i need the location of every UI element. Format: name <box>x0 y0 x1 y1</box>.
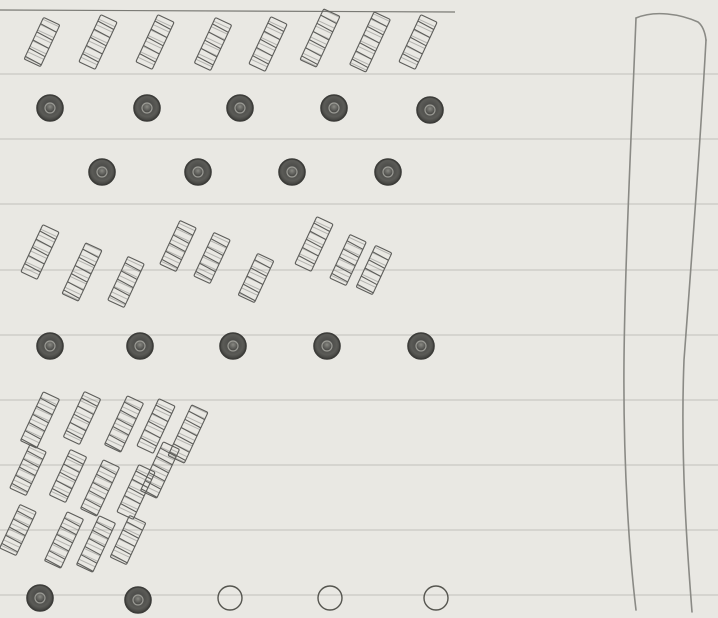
filled-circle-icon <box>37 333 63 359</box>
filled-circle-icon <box>279 159 305 185</box>
filled-circle-icon <box>89 159 115 185</box>
filled-circle-icon <box>27 585 53 611</box>
filled-circle-icon <box>127 333 153 359</box>
filled-circle-icon <box>185 159 211 185</box>
filled-circle-icon <box>375 159 401 185</box>
filled-circle-icon <box>227 95 253 121</box>
filled-circle-icon <box>125 587 151 613</box>
filled-circle-icon <box>314 333 340 359</box>
filled-circle-icon <box>321 95 347 121</box>
filled-circle-icon <box>37 95 63 121</box>
filled-circle-icon <box>408 333 434 359</box>
filled-circle-icon <box>417 97 443 123</box>
filled-circle-icon <box>134 95 160 121</box>
filled-circle-icon <box>220 333 246 359</box>
